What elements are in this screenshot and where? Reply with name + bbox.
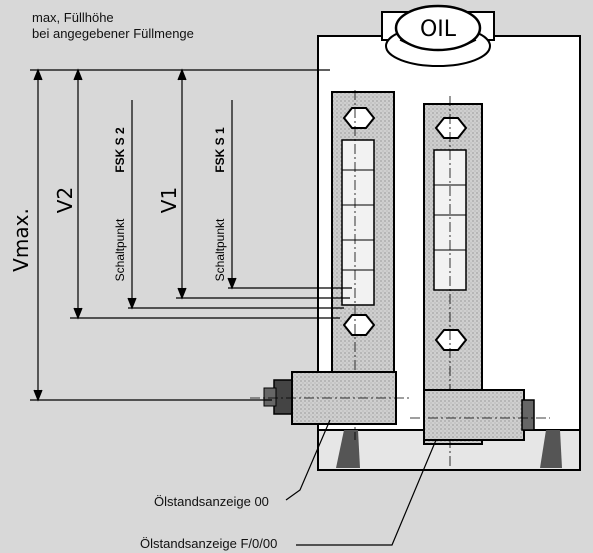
oil-filler-cap: OIL	[381, 4, 495, 67]
v2-label: V2	[53, 187, 77, 213]
fill-height-note-line2: bei angegebener Füllmenge	[32, 26, 194, 41]
switchpoint-label-s1: Schaltpunkt	[213, 218, 227, 281]
callout-indicator-f000: Ölstandsanzeige F/0/00	[140, 536, 278, 551]
right-connector-fitting	[410, 389, 550, 441]
dimension-lines	[30, 68, 352, 402]
hex-bolt-icon	[342, 107, 376, 129]
hex-bolt-icon	[434, 117, 468, 139]
fsk-s1-label: FSK S 1	[213, 127, 227, 173]
sight-glass-f000	[423, 96, 483, 470]
switchpoint-label-s2: Schaltpunkt	[113, 218, 127, 281]
tank-base	[317, 429, 581, 471]
sight-glass-00	[331, 90, 395, 440]
fsk-s2-label: FSK S 2	[113, 127, 127, 173]
vmax-label: Vmax.	[9, 208, 33, 272]
v1-label: V1	[157, 187, 181, 213]
fill-height-note-line1: max, Füllhöhe	[32, 10, 114, 25]
leader-lines	[285, 419, 437, 546]
hex-bolt-icon	[342, 314, 376, 336]
cap-label: OIL	[420, 17, 457, 42]
callout-indicator-00: Ölstandsanzeige 00	[154, 494, 269, 509]
hex-bolt-icon	[434, 329, 468, 351]
left-connector-fitting	[250, 371, 410, 425]
